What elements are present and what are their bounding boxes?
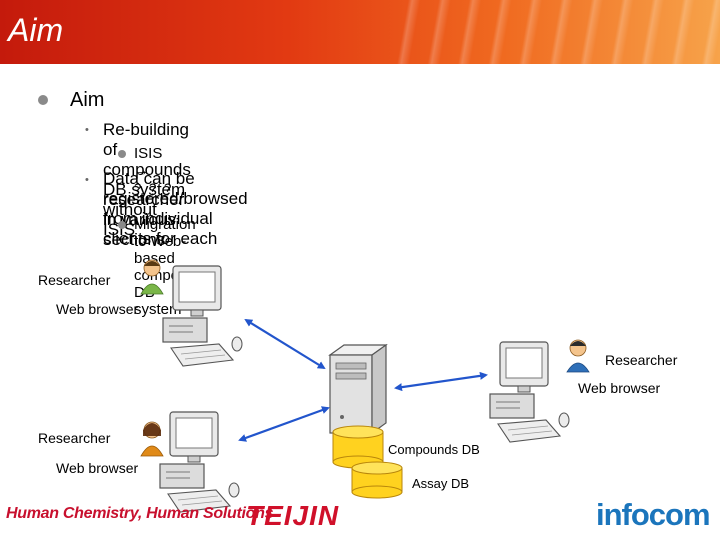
assay-db-label: Assay DB xyxy=(412,476,470,491)
bullet-marker xyxy=(38,95,48,105)
footer-tagline: Human Chemistry, Human Solutions xyxy=(6,505,274,522)
connection-arrow xyxy=(238,406,330,442)
infocom-logo: infocom xyxy=(596,497,711,532)
bullet-marker xyxy=(118,221,126,229)
bullet-marker xyxy=(118,150,126,158)
client-top-left-app: Web browser xyxy=(56,301,139,317)
computer-icon xyxy=(162,265,243,367)
teijin-logo: TEIJIN xyxy=(246,500,340,531)
client-right-role: Researcher xyxy=(605,352,678,368)
client-right-app: Web browser xyxy=(578,380,661,396)
client-top-left-role: Researcher xyxy=(38,272,111,288)
client-bottom-left-role: Researcher xyxy=(38,430,111,446)
bullet-item-1-sub: ISIS → ？？？ xyxy=(134,145,180,199)
bullet-item-1: Re-building of compounds DB system witho… xyxy=(103,120,191,239)
server-icon xyxy=(329,344,387,434)
person-icon xyxy=(140,259,164,295)
bullet-level1: Aim xyxy=(70,89,105,111)
computer-icon xyxy=(159,411,240,513)
connection-arrow xyxy=(244,318,326,370)
bullet-marker: • xyxy=(85,124,89,136)
database-icon xyxy=(351,461,403,499)
title-bar-decoration xyxy=(390,0,720,64)
client-bottom-left-app: Web browser xyxy=(56,460,139,476)
bullet-item-2-line-1: Data can be registered/browsed from indi… xyxy=(103,169,248,248)
compounds-db-label: Compounds DB xyxy=(388,442,480,457)
computer-icon xyxy=(489,341,570,443)
connection-arrow xyxy=(394,371,488,392)
bullet-marker: • xyxy=(85,174,89,186)
title-bar: Aim xyxy=(0,0,720,64)
slide-title: Aim xyxy=(8,12,64,48)
person-icon xyxy=(566,339,590,373)
person-icon xyxy=(140,421,164,457)
